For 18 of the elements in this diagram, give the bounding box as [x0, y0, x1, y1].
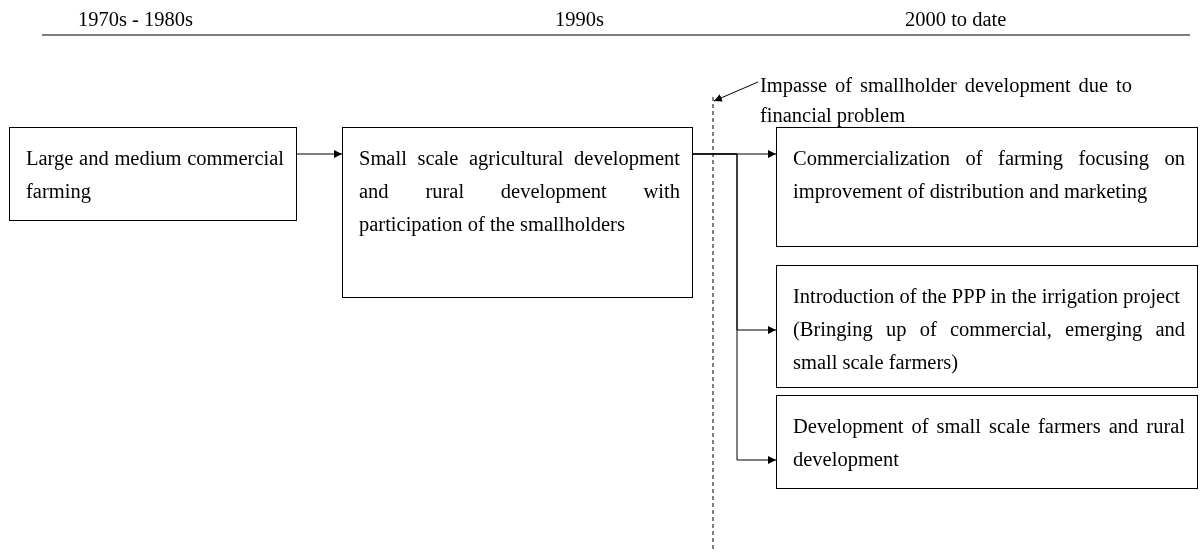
- box-text: Small scale agricultural development and rural development with participation of the smallholders: [359, 146, 680, 238]
- annotation-text: Impasse of smallholder development due to financial problem: [760, 73, 1132, 129]
- process-box: [342, 127, 693, 298]
- process-box: [9, 127, 297, 221]
- arrow: [692, 153, 777, 464]
- leader-arrow: [713, 81, 759, 102]
- period-label: 1990s: [555, 8, 604, 31]
- process-box: [776, 265, 1198, 388]
- process-box: [776, 127, 1198, 247]
- box-text: Development of small scale farmers and rural development: [793, 414, 1185, 473]
- box-text: Large and medium commercial farming: [26, 146, 284, 205]
- period-label: 2000 to date: [905, 8, 1007, 31]
- box-text: Introduction of the PPP in the irrigation project: [793, 284, 1181, 310]
- period-label: 1970s - 1980s: [78, 8, 194, 31]
- arrow: [296, 150, 343, 158]
- process-box: [776, 395, 1198, 489]
- box-text: Commercialization of farming focusing on improvement of distribution and marketing: [793, 146, 1185, 205]
- box-text: (Bringing up of commercial, emerging and small scale farmers): [793, 317, 1185, 376]
